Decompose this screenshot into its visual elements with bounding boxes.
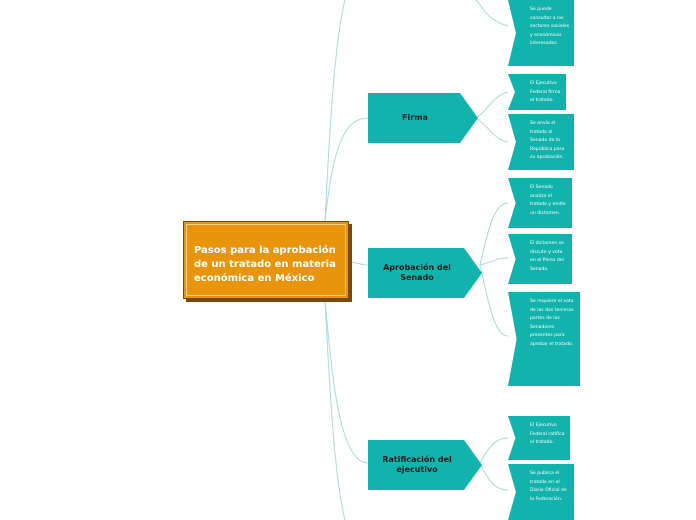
branch-firma-label: Firma (402, 113, 428, 122)
branch-aprobacion-shape (368, 248, 482, 298)
leaf-aprobacion-2[interactable]: El dictamen se discute y vota en el Plen… (508, 234, 572, 284)
leaf-aprobacion-3[interactable]: Se requiere el voto de las dos terceras … (508, 292, 580, 386)
central-topic-title: Pasos para la aprobación de un tratado e… (194, 245, 336, 284)
leaf-ratificacion-2[interactable]: Se publica el tratado en el Diario Ofici… (508, 464, 574, 520)
branch-aprobacion-senado[interactable]: Aprobación del Senado (368, 248, 482, 298)
leaf-firma-2[interactable]: Se envía el tratado al Senado de la Repú… (508, 114, 574, 170)
connector-bottom-offscreen (324, 298, 346, 520)
leaf-top-partial[interactable]: Se puede consultar a los sectores social… (508, 0, 574, 66)
central-topic[interactable]: Pasos para la aprobación de un tratado e… (183, 221, 349, 299)
branch-ratificacion-shape (368, 440, 482, 490)
leaf-firma-1[interactable]: El Ejecutivo Federal firma el tratado. (508, 74, 566, 110)
connector-aprobacion (348, 261, 369, 266)
connector-ratificacion (324, 298, 369, 464)
branch-aprobacion-label: Aprobación del Senado (383, 263, 451, 282)
branch-ratificacion-label: Ratificación del ejecutivo (382, 455, 452, 474)
leaf-ratificacion-1[interactable]: El Ejecutivo Federal ratifica el tratado… (508, 416, 570, 460)
leaf-aprobacion-1[interactable]: El Senado analiza el tratado y emite un … (508, 178, 572, 228)
connector-firma (324, 117, 369, 222)
branch-ratificacion-ejecutivo[interactable]: Ratificación del ejecutivo (368, 440, 482, 490)
branch-firma-shape (368, 93, 478, 143)
branch-firma[interactable]: Firma (368, 93, 478, 143)
connector-top-offscreen (324, 0, 346, 222)
